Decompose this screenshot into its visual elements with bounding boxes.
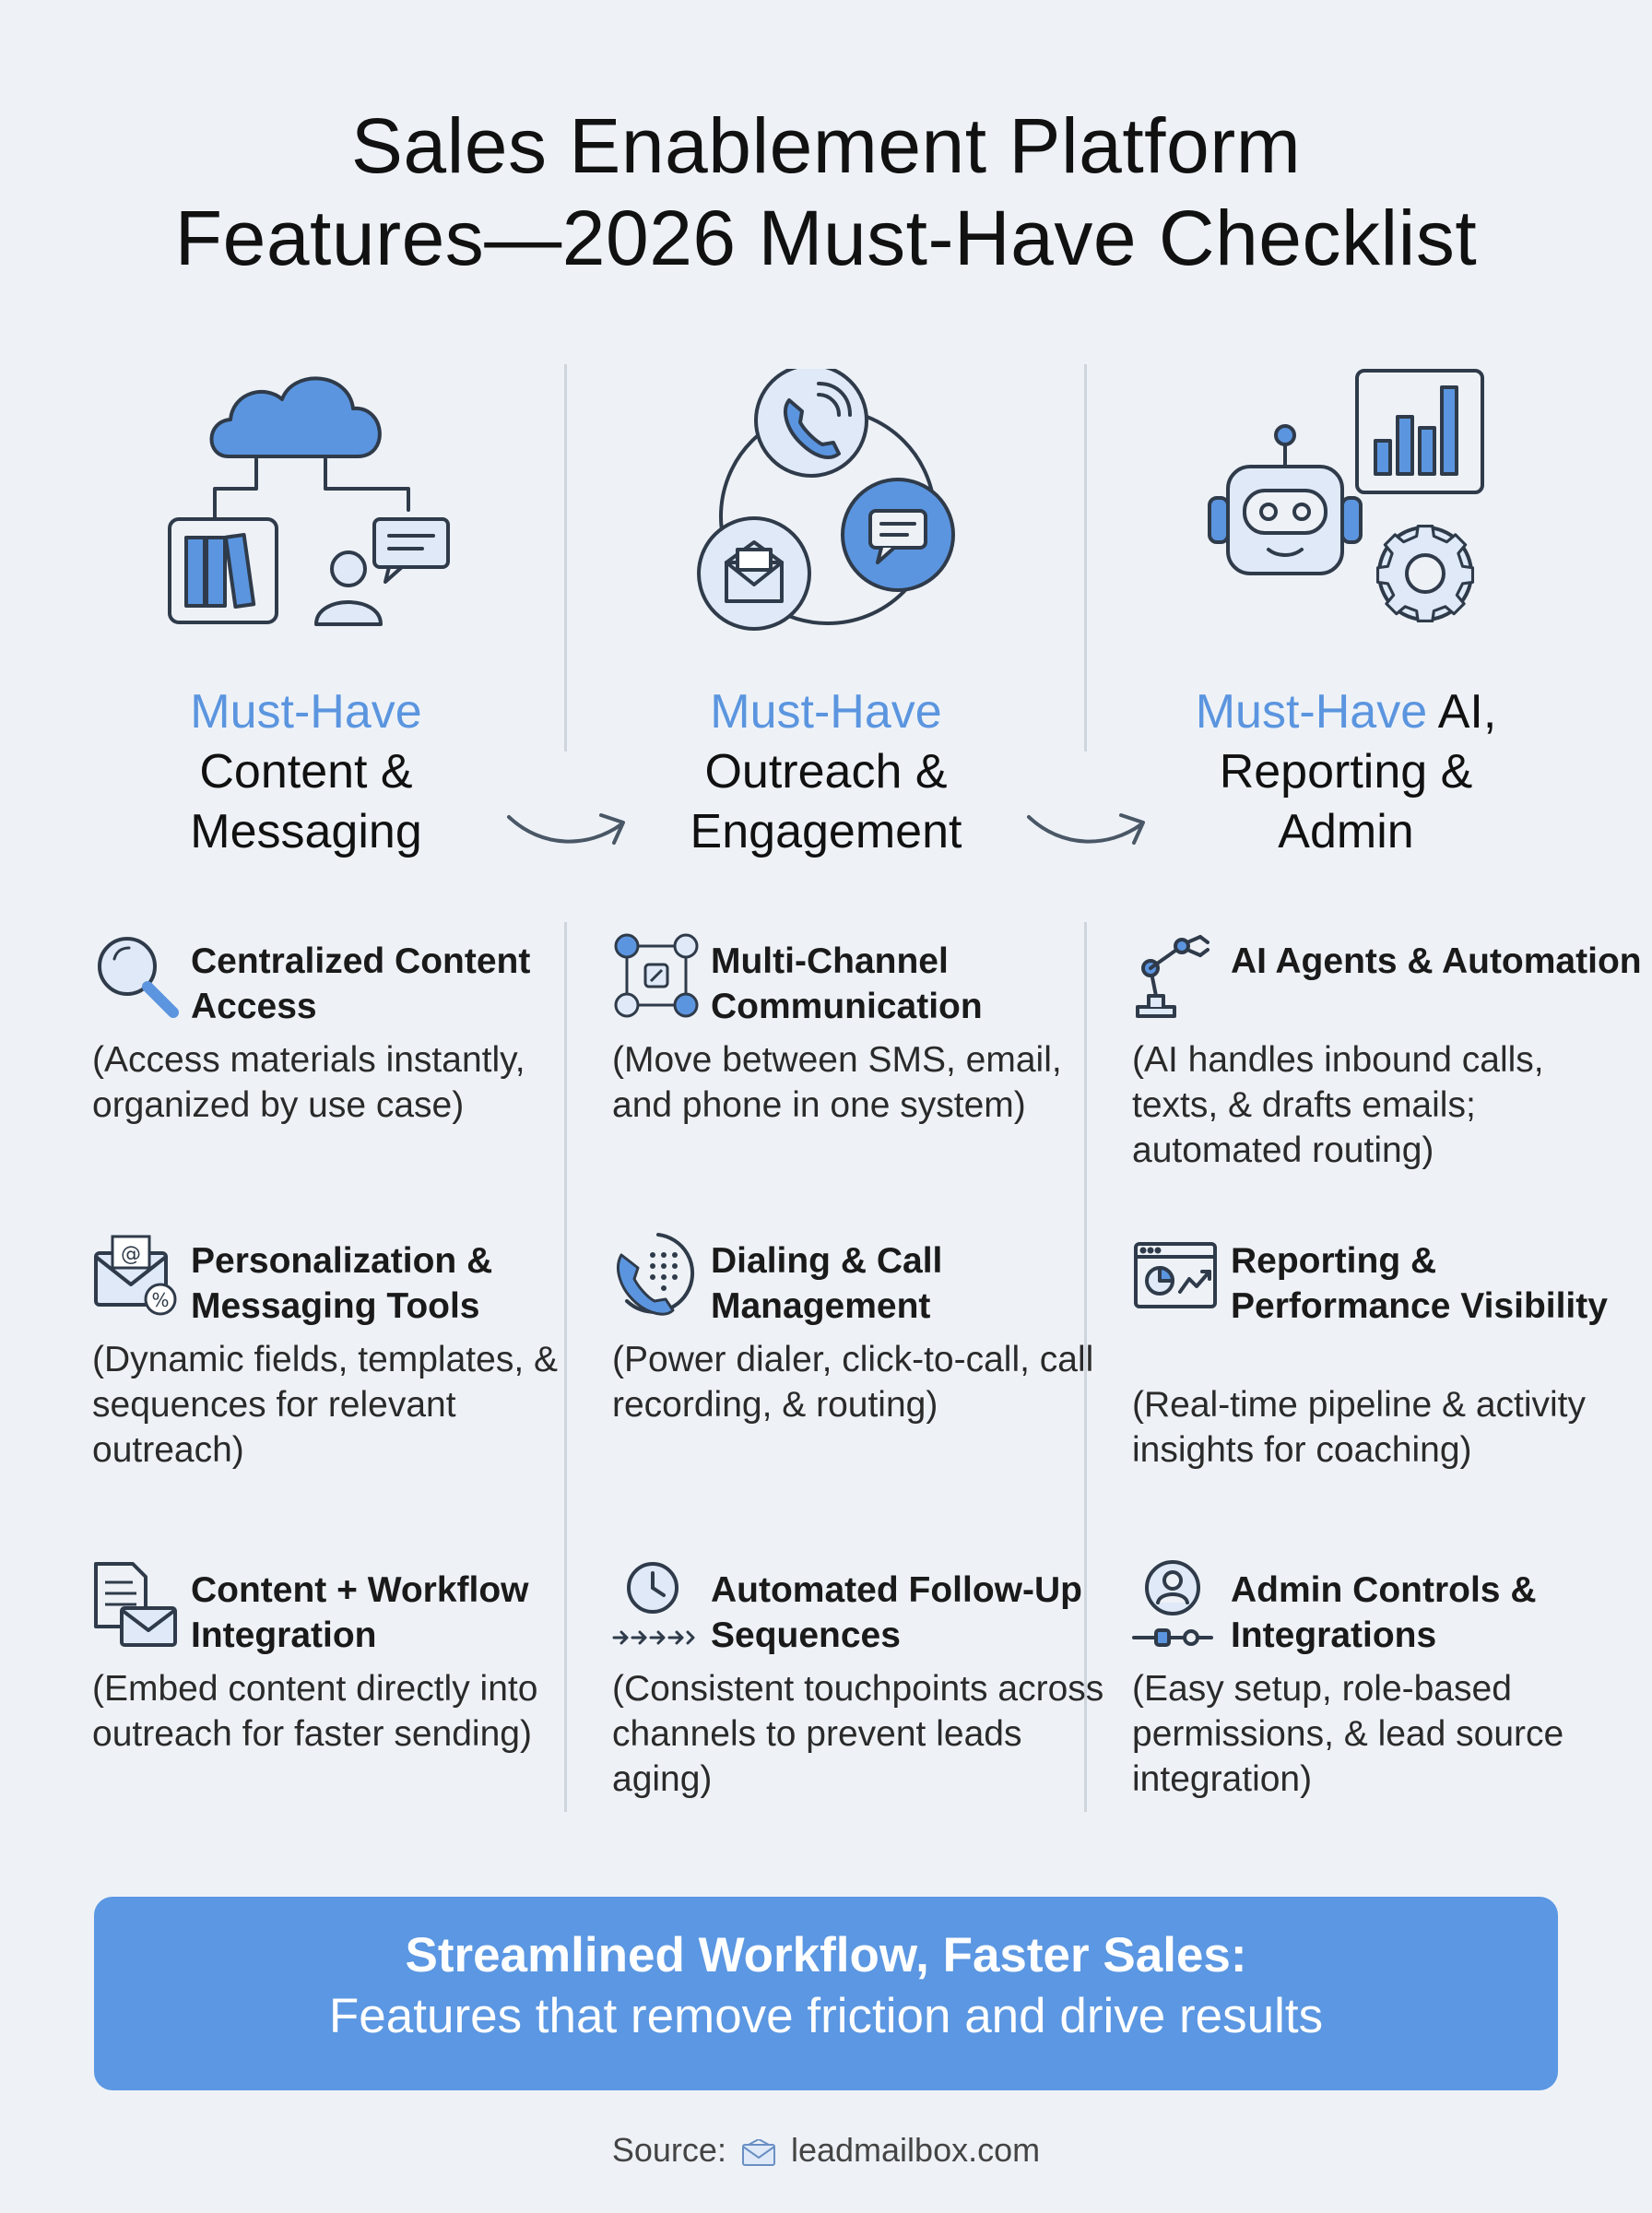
- feature-desc: (Real-time pipeline & activity insights …: [1132, 1385, 1587, 1470]
- robot-arm-icon: [1136, 935, 1210, 1018]
- column-divider-bottom-1: [564, 922, 567, 1812]
- source-label: Source:: [611, 2131, 726, 2169]
- banner-subline: Features that remove friction and drive …: [328, 1989, 1324, 2043]
- source-credit: Source: leadmailbox.com: [0, 2130, 1652, 2171]
- column-heading-3-accent: Must-Have: [1195, 685, 1428, 739]
- feature-item: Admin Controls & Integrations (Easy setu…: [1132, 1560, 1630, 1809]
- column-heading-1-line3: Messaging: [190, 805, 422, 858]
- feature-title: Reporting & Performance Visibility: [1231, 1241, 1608, 1326]
- feature-item: Centralized Content Access (Access mater…: [92, 931, 590, 1180]
- envelope-icon: [741, 2137, 775, 2166]
- robot-chart-gear-icon: [1208, 369, 1484, 623]
- feature-title: Automated Follow-Up Sequences: [711, 1570, 1082, 1655]
- clock-arrows-icon: [612, 1562, 695, 1645]
- column-divider-top-2: [1084, 364, 1087, 751]
- column-heading-2-line3: Engagement: [690, 805, 962, 858]
- feature-title: AI Agents & Automation: [1231, 941, 1642, 981]
- user-admin-sliders-icon: [1132, 1560, 1213, 1647]
- feature-desc: (Dynamic fields, templates, & sequences …: [92, 1340, 559, 1470]
- column-heading-1-line2: Content &: [199, 745, 413, 799]
- column-heading-3-line3: Admin: [1278, 805, 1414, 858]
- feature-desc: (Embed content directly into outreach fo…: [92, 1669, 538, 1754]
- feature-item: Content + Workflow Integration (Embed co…: [92, 1560, 590, 1809]
- column-heading-3-line2: Reporting &: [1219, 745, 1473, 799]
- magnifier-icon: [98, 937, 179, 1018]
- feature-title: Admin Controls & Integrations: [1231, 1570, 1537, 1655]
- feature-title: Content + Workflow Integration: [191, 1570, 529, 1655]
- feature-title: Dialing & Call Management: [711, 1241, 943, 1326]
- phone-chat-email-cycle-icon: [697, 369, 955, 631]
- title-line-2: Features—2026 Must-Have Checklist: [174, 195, 1478, 281]
- flow-arrow-2-icon: [1027, 813, 1145, 845]
- flow-arrow-1-icon: [507, 813, 625, 845]
- svg-text:%: %: [151, 1289, 169, 1311]
- banner-headline: Streamlined Workflow, Faster Sales:: [405, 1928, 1247, 1982]
- feature-desc: (Power dialer, click-to-call, call recor…: [612, 1340, 1094, 1425]
- multichannel-nodes-icon: [614, 933, 699, 1018]
- column-heading-2-line2: Outreach &: [704, 745, 948, 799]
- feature-desc: (Move between SMS, email, and phone in o…: [612, 1040, 1062, 1125]
- svg-text:@: @: [121, 1243, 141, 1266]
- feature-desc: (Access materials instantly, organized b…: [92, 1040, 525, 1125]
- column-heading-2: Must-Have Outreach & Engagement: [586, 682, 1066, 862]
- feature-item: Dialing & Call Management (Power dialer,…: [612, 1231, 1110, 1480]
- feature-title: Personalization & Messaging Tools: [191, 1241, 493, 1326]
- page-title: Sales Enablement Platform Features—2026 …: [0, 100, 1652, 284]
- column-heading-3: Must-Have AI, Reporting & Admin: [1106, 682, 1586, 862]
- feature-title: Centralized Content Access: [191, 941, 531, 1026]
- dashboard-chart-icon: [1134, 1242, 1217, 1308]
- summary-banner: Streamlined Workflow, Faster Sales: Feat…: [94, 1897, 1558, 2090]
- feature-item: Automated Follow-Up Sequences (Consisten…: [612, 1560, 1110, 1809]
- feature-desc: (AI handles inbound calls, texts, & draf…: [1132, 1040, 1544, 1170]
- feature-item: Multi-Channel Communication (Move betwee…: [612, 931, 1110, 1180]
- feature-desc: (Easy setup, role-based permissions, & l…: [1132, 1669, 1564, 1799]
- column-heading-1: Must-Have Content & Messaging: [66, 682, 546, 862]
- feature-item: @ % Personalization & Messaging Tools (D…: [92, 1231, 590, 1480]
- source-link[interactable]: leadmailbox.com: [790, 2131, 1041, 2169]
- phone-dialpad-icon: [617, 1233, 695, 1316]
- title-line-1: Sales Enablement Platform: [350, 102, 1302, 189]
- column-divider-top-1: [564, 364, 567, 751]
- feature-item: Reporting & Performance Visibility (Real…: [1132, 1231, 1630, 1526]
- envelope-at-percent-icon: @ %: [94, 1235, 177, 1316]
- feature-desc: (Consistent touchpoints across channels …: [612, 1669, 1104, 1799]
- column-divider-bottom-2: [1084, 922, 1087, 1812]
- column-heading-2-accent: Must-Have: [710, 685, 942, 739]
- feature-title: Multi-Channel Communication: [711, 941, 983, 1026]
- feature-item: AI Agents & Automation (AI handles inbou…: [1132, 931, 1642, 1180]
- column-heading-1-accent: Must-Have: [190, 685, 422, 739]
- document-envelope-icon: [94, 1562, 177, 1647]
- column-heading-3-accent-rest: AI,: [1427, 685, 1497, 739]
- cloud-library-user-icon: [168, 376, 450, 626]
